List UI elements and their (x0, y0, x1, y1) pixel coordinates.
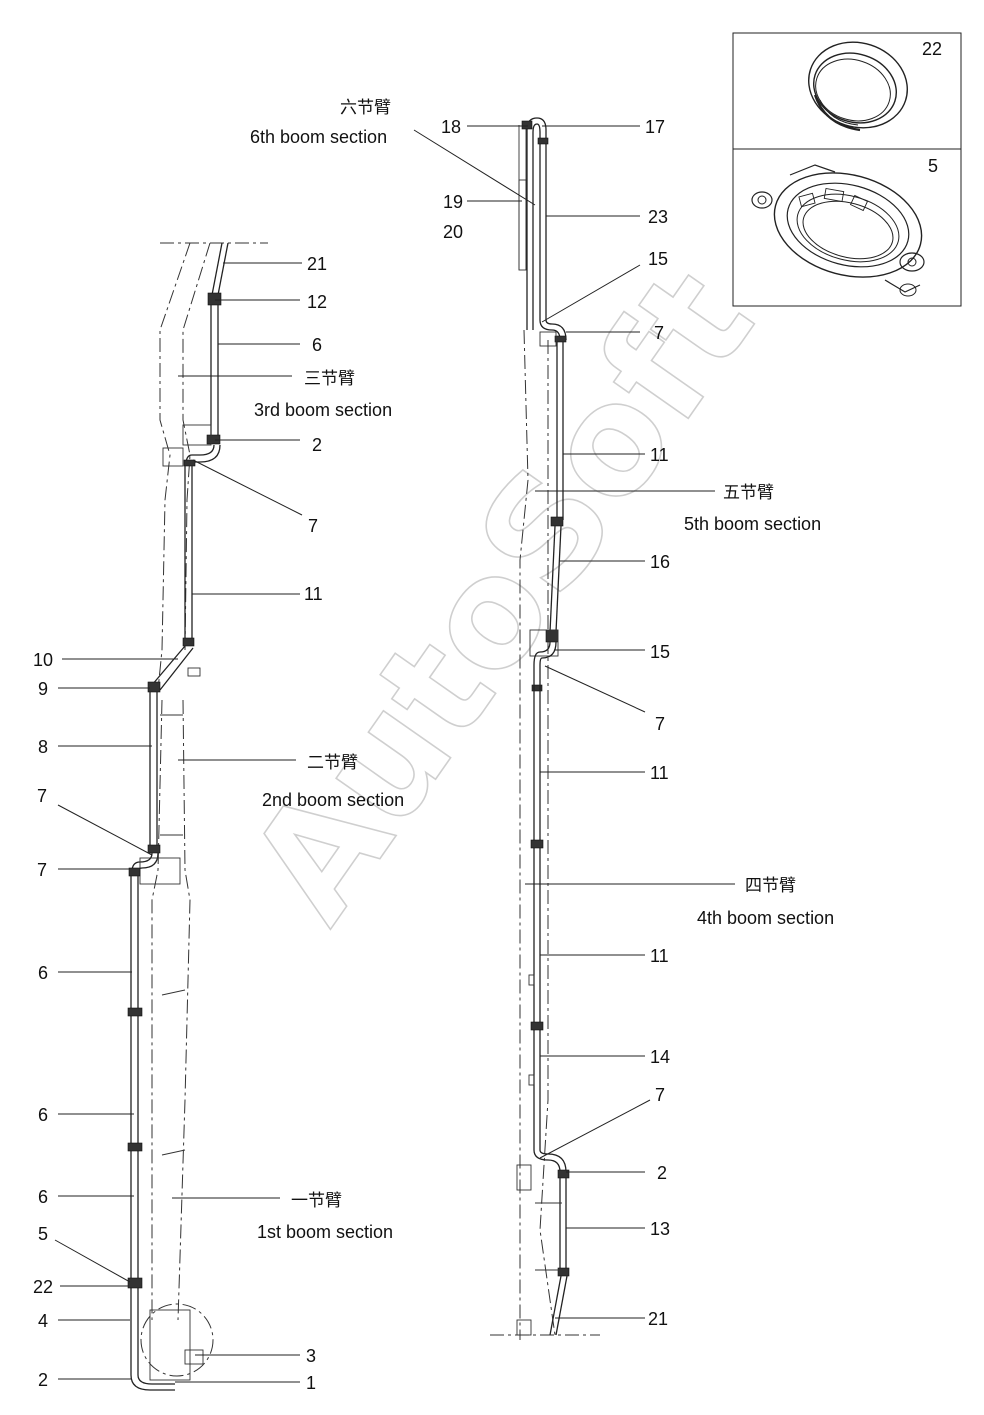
section-4-zh: 四节臂 (745, 876, 796, 896)
callout-14: 14 (650, 1047, 670, 1067)
callout-11-right-lower: 11 (650, 946, 669, 966)
callout-12: 12 (307, 292, 327, 312)
section-1-en: 1st boom section (257, 1222, 393, 1242)
callout-2-left-upper: 2 (312, 435, 322, 455)
callout-2-left-lower: 2 (38, 1370, 48, 1390)
section-2-en: 2nd boom section (262, 790, 404, 810)
section-6-en: 6th boom section (250, 127, 387, 147)
inset-label-22: 22 (922, 39, 942, 59)
callout-7-left-upper: 7 (308, 516, 318, 536)
callout-16: 16 (650, 552, 670, 572)
inset-label-5: 5 (928, 156, 938, 176)
callout-11-left: 11 (304, 584, 323, 604)
callout-labels: 18 17 19 20 23 15 7 11 16 15 7 11 11 14 … (33, 117, 670, 1393)
callout-7-right-middle: 7 (655, 714, 665, 734)
callout-15-upper: 15 (648, 249, 668, 269)
callout-21-right: 21 (648, 1309, 668, 1329)
seal-ring-icon (808, 41, 908, 132)
callout-6-b: 6 (38, 1105, 48, 1125)
callout-6-a: 6 (38, 963, 48, 983)
callout-8: 8 (38, 737, 48, 757)
left-boom-assembly (127, 242, 268, 1391)
section-5-en: 5th boom section (684, 514, 821, 534)
callout-3: 3 (306, 1346, 316, 1366)
callout-4: 4 (38, 1311, 48, 1331)
callout-21-left: 21 (307, 254, 327, 274)
section-3-en: 3rd boom section (254, 400, 392, 420)
section-4-en: 4th boom section (697, 908, 834, 928)
callout-19: 19 (443, 192, 463, 212)
callout-10: 10 (33, 650, 53, 670)
callout-18: 18 (441, 117, 461, 137)
callout-7-left-middle: 7 (37, 786, 47, 806)
pipe-clamp-icon (751, 164, 925, 297)
callout-7-right-lower: 7 (655, 1085, 665, 1105)
callout-17: 17 (645, 117, 665, 137)
callout-6-upper: 6 (312, 335, 322, 355)
callout-1: 1 (306, 1373, 316, 1393)
leader-lines (54, 125, 735, 1383)
detail-inset: 22 5 (732, 32, 962, 307)
callout-7-left-lower: 7 (37, 860, 47, 880)
callout-7-right-upper: 7 (654, 323, 664, 343)
callout-15-lower: 15 (650, 642, 670, 662)
section-3-zh: 三节臂 (304, 369, 355, 389)
section-5-zh: 五节臂 (723, 483, 774, 503)
section-2-zh: 二节臂 (307, 753, 358, 773)
callout-11-right-middle: 11 (650, 763, 669, 783)
callout-5: 5 (38, 1224, 48, 1244)
watermark: AutoSoft (217, 240, 787, 951)
callout-22: 22 (33, 1277, 53, 1297)
callout-11-right-upper: 11 (650, 445, 669, 465)
section-6-zh: 六节臂 (340, 98, 391, 118)
callout-23: 23 (648, 207, 668, 227)
right-boom-assembly (490, 117, 600, 1340)
section-1-zh: 一节臂 (291, 1191, 342, 1211)
callout-9: 9 (38, 679, 48, 699)
callout-13: 13 (650, 1219, 670, 1239)
callout-2-right: 2 (657, 1163, 667, 1183)
section-labels: 六节臂 6th boom section 三节臂 3rd boom sectio… (250, 98, 834, 1242)
callout-20: 20 (443, 222, 463, 242)
callout-6-c: 6 (38, 1187, 48, 1207)
